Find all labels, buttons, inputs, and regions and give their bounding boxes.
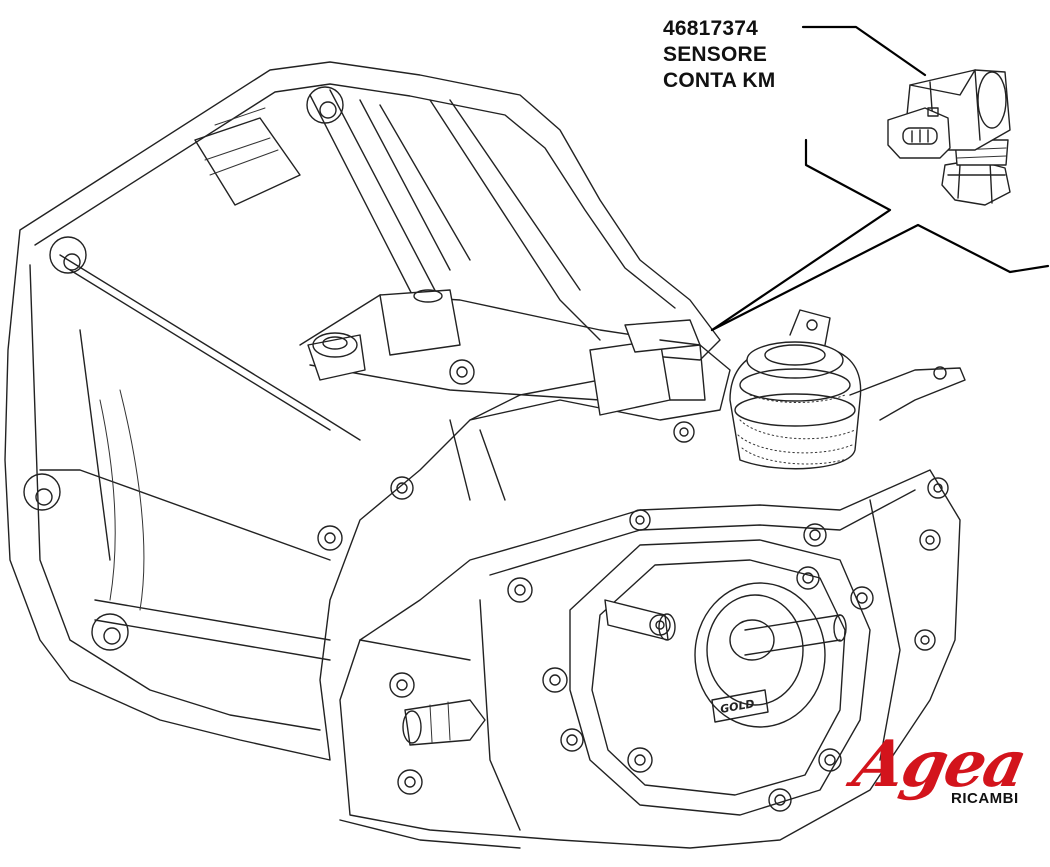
speed-sensor-illustration [887, 69, 1011, 206]
brand-subtitle: RICAMBI [951, 790, 1019, 807]
gearbox-housing [4, 61, 721, 761]
gearbox-top-section [299, 289, 731, 501]
part-name-line1: SENSORE [663, 43, 768, 66]
brand-logo: Agea RICAMBI [847, 727, 1032, 820]
part-name-line2: CONTA KM [663, 69, 776, 92]
clutch-lever-boot [729, 309, 966, 470]
casting-mark: GOLD [719, 697, 755, 716]
part-callout-label: 46817374 SENSORE CONTA KM [663, 16, 775, 94]
gearbox-rear-cover [339, 469, 961, 849]
part-number: 46817374 [663, 17, 759, 40]
callout-leader [710, 25, 1050, 332]
bolt-heads [389, 476, 949, 812]
